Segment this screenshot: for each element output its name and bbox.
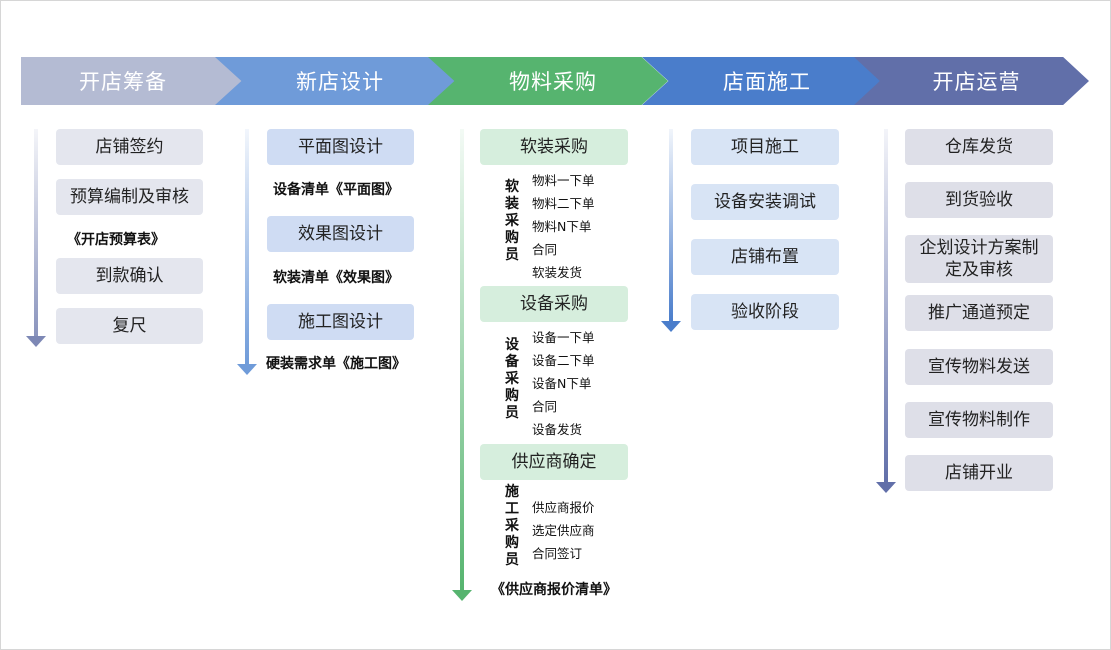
stage1-step-4: 复尺 xyxy=(56,308,203,344)
stage-header-5: 开店运营 xyxy=(854,57,1089,105)
stage4-step-1: 项目施工 xyxy=(691,129,839,165)
stage2-arrow-line xyxy=(245,129,249,365)
stage5-step-2: 到货验收 xyxy=(905,182,1053,218)
stage-title: 开店运营 xyxy=(932,70,1021,94)
stage4-step-3: 店铺布置 xyxy=(691,239,839,275)
stage-title: 物料采购 xyxy=(509,70,597,94)
stage-header-3: 物料采购 xyxy=(428,57,668,105)
stage2-note-1: 设备清单《平面图》 xyxy=(273,182,399,198)
stage2-step-1: 平面图设计 xyxy=(267,129,414,165)
stage1-arrow-head xyxy=(26,336,46,347)
stage1-note: 《开店预算表》 xyxy=(67,232,165,248)
stage2-step-2: 效果图设计 xyxy=(267,216,414,252)
stage3-group-2-steps: 设备一下单设备二下单设备N下单合同设备发货 xyxy=(532,330,595,437)
stage-header-4: 店面施工 xyxy=(642,57,882,105)
stage4-step-4: 验收阶段 xyxy=(691,294,839,330)
stage3-arrow-head xyxy=(452,590,472,601)
stage2-note-3: 硬装需求单《施工图》 xyxy=(266,356,406,372)
stage1-step-3: 到款确认 xyxy=(56,258,203,294)
stage-title: 店面施工 xyxy=(723,70,811,94)
stage3-group-1-header: 软装采购 xyxy=(480,129,628,165)
stage3-group-2-role: 设备采购员 xyxy=(505,337,519,421)
stage5-step-1: 仓库发货 xyxy=(905,129,1053,165)
stage3-group-1-role: 软装采购员 xyxy=(505,179,519,263)
stage2-note-2: 软装清单《效果图》 xyxy=(273,270,399,286)
stage-header-2: 新店设计 xyxy=(215,57,455,105)
stage2-arrow-head xyxy=(237,364,257,375)
stage1-step-2: 预算编制及审核 xyxy=(56,179,203,215)
stage1-arrow-line xyxy=(34,129,38,337)
stage3-group-2-header: 设备采购 xyxy=(480,286,628,322)
stage3-arrow-line xyxy=(460,129,464,591)
stage5-arrow-head xyxy=(876,482,896,493)
stage5-arrow-line xyxy=(884,129,888,483)
stage1-step-1: 店铺签约 xyxy=(56,129,203,165)
stage4-step-2: 设备安装调试 xyxy=(691,184,839,220)
stage5-step-7: 店铺开业 xyxy=(905,455,1053,491)
stage3-group-1-steps: 物料一下单物料二下单物料N下单合同软装发货 xyxy=(532,173,595,280)
stage5-step-3: 企划设计方案制定及审核 xyxy=(905,235,1053,283)
stage-title: 开店筹备 xyxy=(79,70,167,94)
stage3-group-3-steps: 供应商报价选定供应商合同签订 xyxy=(532,500,595,561)
stage3-group-3-role: 施工采购员 xyxy=(505,484,519,568)
stage4-arrow-line xyxy=(669,129,673,322)
stage4-arrow-head xyxy=(661,321,681,332)
stage5-step-4: 推广通道预定 xyxy=(905,295,1053,331)
stage3-note: 《供应商报价清单》 xyxy=(491,582,617,598)
stage-title: 新店设计 xyxy=(296,70,384,94)
stage3-group-3-header: 供应商确定 xyxy=(480,444,628,480)
stage5-step-6: 宣传物料制作 xyxy=(905,402,1053,438)
stage-header-1: 开店筹备 xyxy=(21,57,243,105)
stage5-step-5: 宣传物料发送 xyxy=(905,349,1053,385)
stage2-step-3: 施工图设计 xyxy=(267,304,414,340)
